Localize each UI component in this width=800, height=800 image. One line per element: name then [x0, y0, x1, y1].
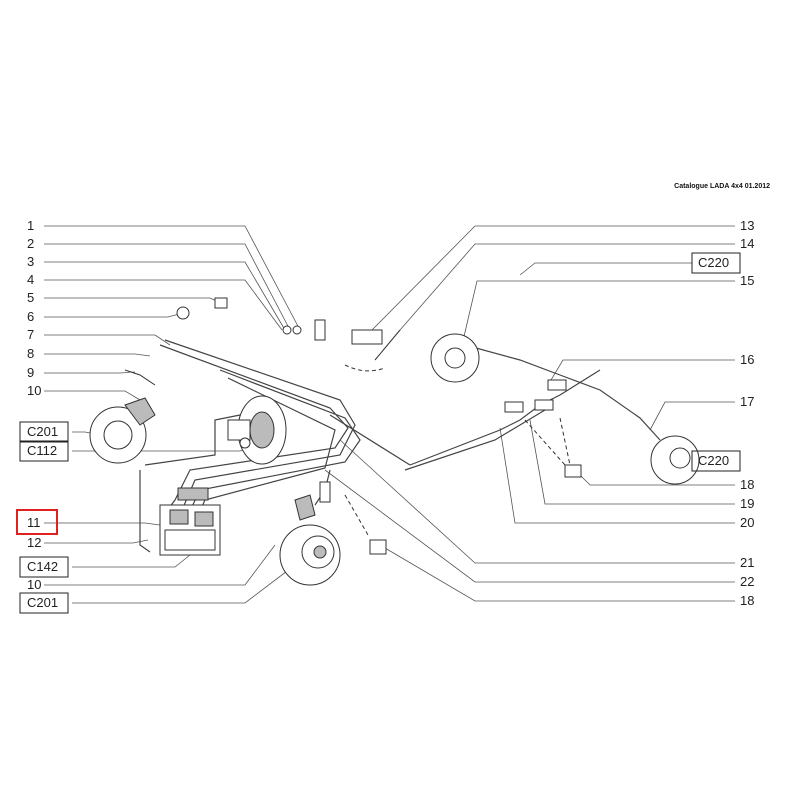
leader-line-left: [44, 353, 151, 357]
leader-line-right: [371, 225, 735, 331]
callout-label-left: 9: [27, 365, 34, 380]
callout-label-right: 19: [740, 496, 754, 511]
front-right-brake-disc: [279, 494, 341, 586]
callout-label-left: 4: [27, 272, 34, 287]
leader-line-left: [44, 225, 301, 331]
callout-label-right: 21: [740, 555, 754, 570]
callout-label-left: 2: [27, 236, 34, 251]
callout-label-left: C112: [27, 443, 57, 458]
leader-line-left: [44, 371, 136, 374]
callout-box: [19, 421, 69, 443]
leader-line-left: [44, 312, 184, 318]
callout-box: [19, 440, 69, 462]
leader-line-right: [649, 401, 735, 431]
callout-label-left: 10: [27, 577, 41, 592]
leader-line-left: [44, 539, 149, 544]
callout-label-left: 7: [27, 327, 34, 342]
leader-line-left: [44, 390, 141, 401]
callout-label-right: 16: [740, 352, 754, 367]
leader-line-right: [499, 427, 735, 524]
leader-line-right: [339, 439, 735, 564]
callout-label-right: 20: [740, 515, 754, 530]
leader-line-left: [44, 297, 226, 306]
catalogue-caption: Catalogue LADA 4x4 01.2012: [674, 183, 770, 190]
callout-label-left: 8: [27, 346, 34, 361]
callout-label-left: 1: [27, 218, 34, 233]
leader-line-left: [72, 564, 296, 604]
callout-label-left: C142: [27, 559, 58, 574]
callout-box: [691, 450, 741, 472]
leader-line-left: [44, 279, 283, 331]
leader-line-right: [399, 243, 735, 331]
leader-line-right: [529, 419, 735, 505]
leader-line-right: [547, 359, 735, 386]
callout-label-left: 12: [27, 535, 41, 550]
callout-label-left: 6: [27, 309, 34, 324]
callout-label-right: 18: [740, 593, 754, 608]
callout-label-right: C220: [698, 255, 729, 270]
small-parts: [124, 297, 582, 555]
exploded-view-guides: [344, 364, 571, 536]
leader-line-right: [461, 280, 735, 346]
highlight-box: [16, 509, 58, 535]
callout-label-right: 17: [740, 394, 754, 409]
leader-line-left: [44, 544, 276, 586]
callout-label-left: C201: [27, 595, 58, 610]
abs-unit: [159, 487, 221, 556]
leader-lines-right: [324, 225, 735, 602]
front-left-brake-disc: [89, 397, 156, 464]
callout-label-right: 14: [740, 236, 754, 251]
leader-line-left: [44, 261, 286, 331]
callout-label-right: 22: [740, 574, 754, 589]
rear-right-brake-drum: [650, 435, 700, 485]
callout-label-right: 18: [740, 477, 754, 492]
callout-label-left: 5: [27, 290, 34, 305]
brake-booster: [227, 395, 287, 465]
callout-box: [19, 592, 69, 614]
callout-label-left: 3: [27, 254, 34, 269]
callout-label-left: 10: [27, 383, 41, 398]
callout-box: [691, 252, 741, 274]
rear-left-brake-drum: [430, 333, 480, 383]
leader-line-right: [324, 469, 735, 583]
callout-label-right: 15: [740, 273, 754, 288]
callout-box: [19, 556, 69, 578]
leader-line-right: [384, 547, 735, 602]
leader-line-left: [44, 334, 171, 346]
callout-label-right: 13: [740, 218, 754, 233]
leader-line-right: [519, 262, 692, 276]
callout-label-right: C220: [698, 453, 729, 468]
callout-label-left: C201: [27, 424, 58, 439]
leader-line-left: [44, 243, 291, 331]
leader-line-left: [44, 522, 161, 526]
leader-line-left: [72, 554, 191, 568]
callout-label-left: 11: [27, 515, 41, 530]
